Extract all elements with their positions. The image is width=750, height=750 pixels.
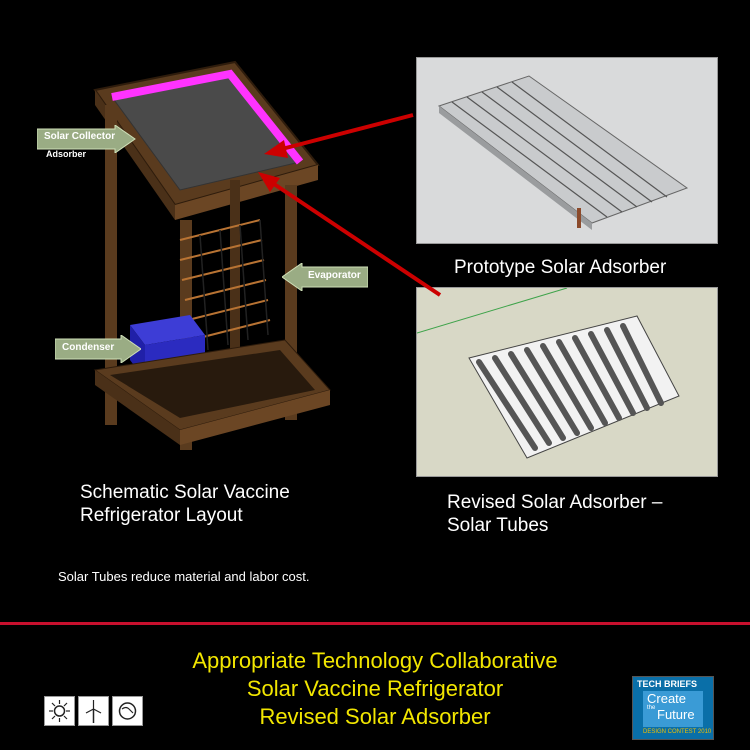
wind-turbine-icon	[78, 696, 109, 726]
condenser-label: Condenser	[62, 342, 115, 353]
title-line-1: Appropriate Technology Collaborative	[192, 648, 558, 673]
create-the-future-badge: TECH BRIEFS Create the Future DESIGN CON…	[632, 676, 714, 740]
solar-collector-callout-arrow	[37, 125, 136, 153]
title-line-3: Revised Solar Adsorber	[259, 704, 491, 729]
prototype-adsorber-render	[437, 75, 689, 230]
prototype-caption: Prototype Solar Adsorber	[454, 257, 667, 278]
schematic-refrigerator-drawing	[93, 60, 331, 450]
badge-future: Future	[657, 707, 695, 722]
evaporator-label: Evaporator	[308, 270, 361, 281]
footer-divider	[0, 622, 750, 625]
cost-note: Solar Tubes reduce material and labor co…	[58, 569, 310, 584]
condenser-callout-arrow	[55, 335, 141, 363]
prototype-adsorber-image	[416, 57, 718, 244]
tech-briefs-label: TECH BRIEFS	[637, 679, 698, 689]
badge-create: Create	[647, 691, 687, 706]
revised-adsorber-image	[416, 287, 718, 477]
evaporator-callout-arrow	[282, 263, 368, 291]
revised-adsorber-render	[417, 288, 680, 459]
schematic-caption-line1: Schematic Solar Vaccine	[80, 482, 290, 503]
schematic-caption-line2: Refrigerator Layout	[80, 505, 243, 526]
revised-caption-line1: Revised Solar Adsorber –	[447, 492, 663, 513]
title-line-2: Solar Vaccine Refrigerator	[246, 676, 504, 701]
badge-the: the	[647, 705, 656, 711]
globe-icon	[112, 696, 143, 726]
revised-caption-line2: Solar Tubes	[447, 515, 549, 536]
badge-contest: DESIGN CONTEST 2010	[643, 729, 712, 735]
solar-collector-label: Solar Collector	[44, 131, 116, 142]
sun-icon	[44, 696, 75, 726]
adsorber-label: Adsorber	[46, 149, 87, 159]
